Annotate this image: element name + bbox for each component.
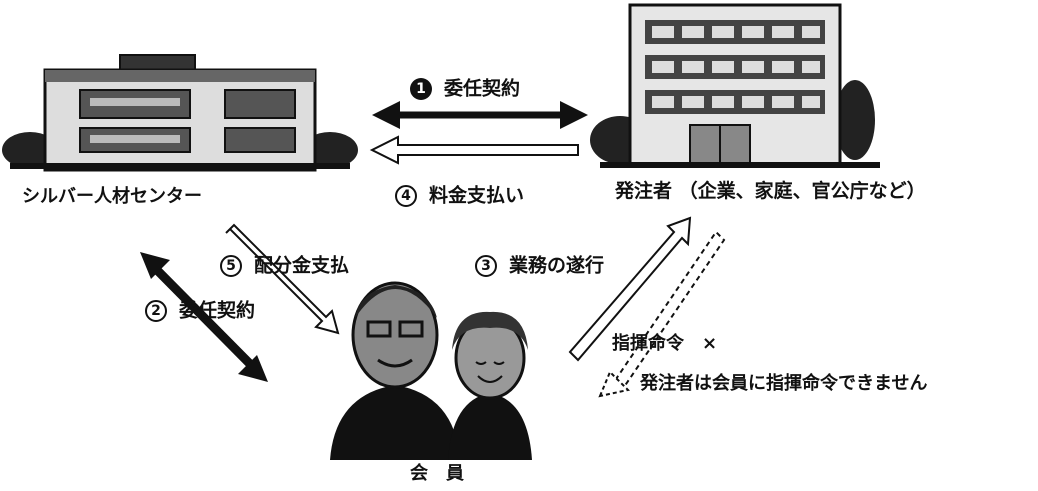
relation-label-2: 2 委任契約 <box>145 300 255 322</box>
number-badge-3: 3 <box>475 255 497 277</box>
number-badge-1: 1 <box>410 78 432 100</box>
contract-arrow-1 <box>372 101 588 129</box>
members-people-icon <box>330 281 532 460</box>
relation-label-4: 4 料金支払い <box>395 185 524 207</box>
client-label: 発注者 （企業、家庭、官公庁など） <box>615 180 926 202</box>
number-badge-5: 5 <box>220 255 242 277</box>
relation-label-3: 3 業務の遂行 <box>475 255 604 277</box>
command-note: 発注者は会員に指揮命令できません <box>640 373 928 394</box>
relation-label-1-text: 委任契約 <box>444 77 521 100</box>
client-building-icon <box>590 3 880 168</box>
silver-center-building-icon <box>2 54 358 172</box>
relation-label-3-text: 業務の遂行 <box>509 254 605 277</box>
silver-center-label: シルバー人材センター <box>22 186 202 207</box>
fee-payment-arrow-4 <box>369 135 579 165</box>
command-dashed-arrow <box>598 230 726 398</box>
relation-label-4-text: 料金支払い <box>429 184 525 207</box>
relation-label-2-text: 委任契約 <box>179 299 256 322</box>
work-execution-arrow-3 <box>568 216 692 362</box>
allocation-payment-arrow-5 <box>225 223 340 335</box>
number-badge-4: 4 <box>395 185 417 207</box>
members-label: 会 員 <box>410 463 464 484</box>
command-label: 指揮命令 × <box>612 333 718 354</box>
relation-label-5: 5 配分金支払 <box>220 255 349 277</box>
relation-label-1: 1 委任契約 <box>410 78 520 100</box>
number-badge-2: 2 <box>145 300 167 322</box>
contract-arrow-2 <box>140 252 268 382</box>
relation-label-5-text: 配分金支払 <box>254 254 350 277</box>
